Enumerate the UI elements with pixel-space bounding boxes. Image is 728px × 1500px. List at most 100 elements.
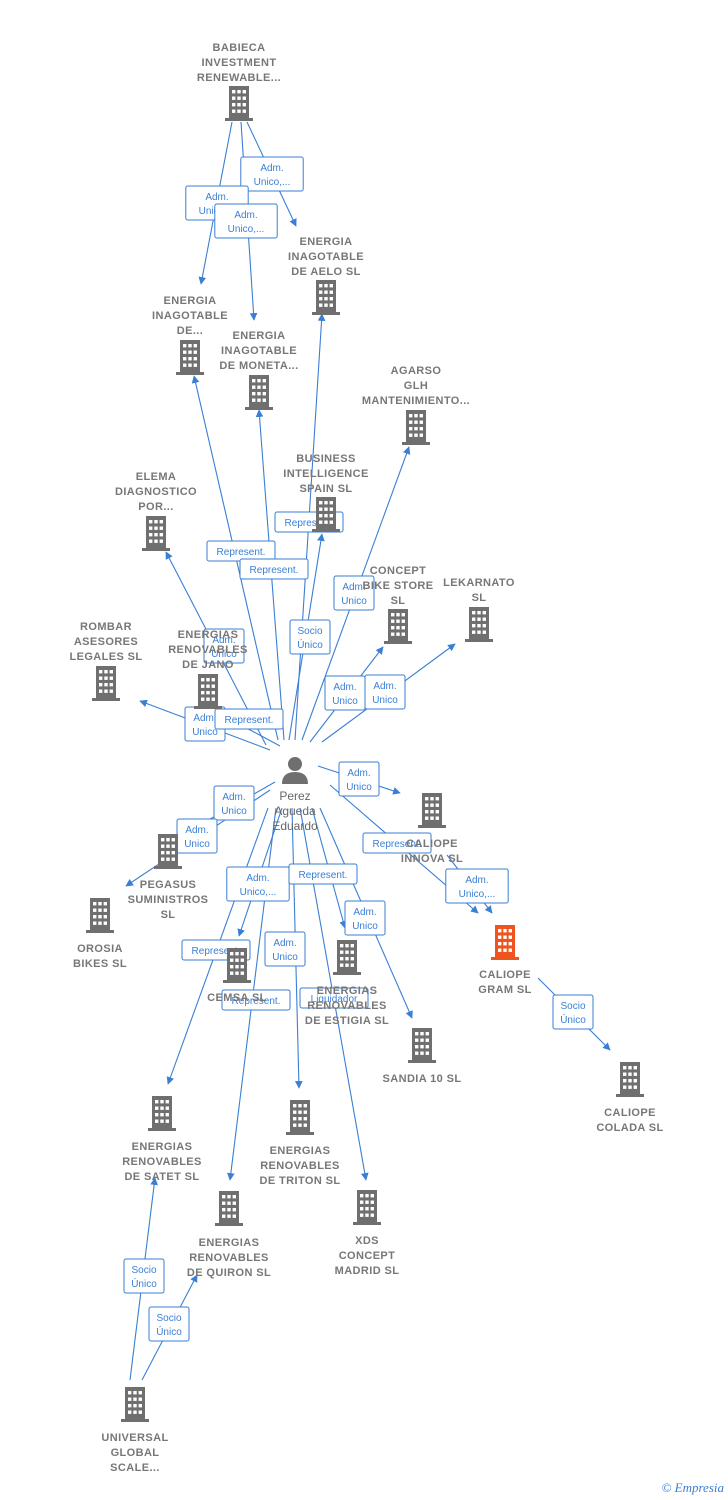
company-node-elema[interactable]: ELEMADIAGNOSTICOPOR... (115, 471, 197, 551)
relation-label-person-to-pegasus[interactable]: Adm.Unico (213, 785, 255, 821)
relation-label-text: Unico (211, 649, 237, 660)
relation-label-person-to-janos[interactable]: Represent. (214, 708, 284, 730)
company-name-line: INVESTMENT (202, 57, 277, 69)
relation-label-box (445, 868, 509, 904)
company-node-sandia[interactable]: SANDIA 10 SL (383, 1028, 462, 1085)
relation-label-text: Unico,... (240, 887, 277, 898)
relation-label-person-to-estigia[interactable]: Represent. (288, 863, 358, 885)
company-node-cemsa[interactable]: CEMSA SL (207, 948, 267, 1004)
relation-label-person-to-cemsa[interactable]: Adm.Unico,... (226, 866, 290, 902)
relation-label-person-to-sandia[interactable]: Adm. Unico (344, 900, 386, 936)
copyright-icon: © (661, 1480, 672, 1495)
company-name-line: AGARSO (391, 365, 442, 377)
company-name-line: RENOVABLES (189, 1252, 269, 1264)
company-name-line: INAGOTABLE (221, 345, 297, 357)
company-name-line: DE AELO SL (291, 266, 361, 278)
company-name-line: BIKE STORE (362, 580, 433, 592)
relation-label-person-to-concept_bike[interactable]: Adm.Unico (324, 675, 366, 711)
company-name-line: GLH (404, 380, 428, 392)
company-name-line: SL (472, 592, 487, 604)
company-name-line: MANTENIMIENTO... (362, 395, 470, 407)
person-name-line: Agueda (274, 804, 316, 818)
building-icon (418, 793, 446, 828)
relation-label-person-to-lekarnato[interactable]: Adm.Unico (364, 674, 406, 710)
relation-label-person-to-inagotable_de[interactable]: Represent. (206, 540, 276, 562)
company-name-line: RENOVABLES (307, 1000, 387, 1012)
brand-name: Empresia (674, 1480, 724, 1495)
relation-label-text: Socio (560, 1001, 585, 1012)
relation-label-text: Adm. (333, 682, 356, 693)
relation-label-person-to-quiron[interactable]: Represent. (221, 989, 291, 1011)
relation-label-box (221, 989, 291, 1011)
company-node-universal[interactable]: UNIVERSALGLOBALSCALE... (101, 1387, 168, 1474)
relation-label-person-to-triton[interactable]: Adm. Unico (264, 931, 306, 967)
relation-label-person-to-xds[interactable]: Liquidador (299, 987, 369, 1009)
building-icon (92, 666, 120, 701)
company-name-line: CONCEPT (370, 565, 427, 577)
company-name-line: PEGASUS (140, 879, 197, 891)
relation-label-babieca-to-moneta[interactable]: Adm.Unico,... (214, 203, 278, 239)
relation-label-box (214, 203, 278, 239)
relation-label-text: Adm. (273, 938, 296, 949)
relation-label-person-to-orosia[interactable]: Adm.Unico (176, 818, 218, 854)
relation-label-text: Unico (184, 839, 210, 850)
relation-label-person-to-agarso[interactable]: Adm.Unico (333, 575, 375, 611)
relation-label-text: Represent. (217, 547, 266, 558)
company-name-line: INAGOTABLE (288, 251, 364, 263)
relation-label-text: Adm. (353, 907, 376, 918)
relation-label-person-to-caliope_gram[interactable]: Represent. (362, 832, 432, 854)
building-icon (121, 1387, 149, 1422)
company-name-line: UNIVERSAL (101, 1432, 168, 1444)
person-name-line: Perez (279, 789, 310, 803)
company-name-line: INAGOTABLE (152, 310, 228, 322)
building-icon (353, 1190, 381, 1225)
relation-label-text: Unico (352, 921, 378, 932)
relation-label-box (239, 558, 309, 580)
building-icon (154, 834, 182, 869)
relation-label-text: Unico (346, 782, 372, 793)
relation-label-person-to-caliope_innova[interactable]: Adm.Unico (338, 761, 380, 797)
company-name-line: CONCEPT (339, 1250, 396, 1262)
relation-label-box (203, 628, 245, 664)
company-name-line: BIKES SL (73, 958, 127, 970)
relation-label-text: Socio (131, 1265, 156, 1276)
relation-label-babieca-to-aelo[interactable]: Adm.Unico,... (240, 156, 304, 192)
relation-label-text: Unico (272, 952, 298, 963)
company-name-line: DE JANO (182, 659, 234, 671)
company-node-inagotable_de[interactable]: ENERGIAINAGOTABLEDE... (152, 295, 228, 375)
relation-label-caliope_innova-to-caliope_gram[interactable]: Adm.Unico,... (445, 868, 509, 904)
relation-label-person-to-moneta[interactable]: Represent. (239, 558, 309, 580)
company-name-line: RENOVABLES (260, 1160, 340, 1172)
company-name-line: ROMBAR (80, 621, 132, 633)
company-node-agarso[interactable]: AGARSO GLH MANTENIMIENTO... (362, 365, 470, 445)
relation-label-box (226, 866, 290, 902)
company-node-babieca[interactable]: BABIECAINVESTMENTRENEWABLE... (197, 42, 281, 121)
relation-label-text: Socio (156, 1313, 181, 1324)
relation-label-person-to-elema[interactable]: Adm.Unico (203, 628, 245, 664)
building-icon (312, 497, 340, 532)
